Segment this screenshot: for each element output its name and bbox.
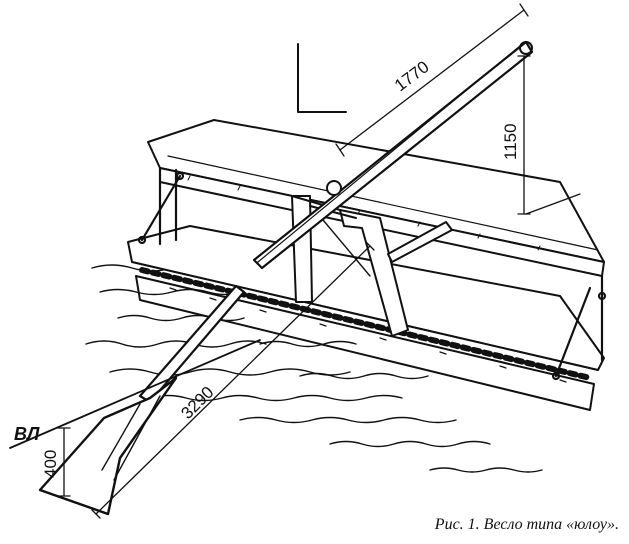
dimension-lines xyxy=(57,3,581,519)
waterline-label: ВЛ xyxy=(14,424,40,444)
oar-post xyxy=(291,195,453,337)
dim-label-1150: 1150 xyxy=(501,123,520,160)
dim-label-3290: 3290 xyxy=(177,383,217,423)
oar xyxy=(38,40,534,516)
support-struts xyxy=(137,166,607,381)
hull-left xyxy=(127,225,605,411)
reference-line xyxy=(297,43,347,113)
dim-label-1770: 1770 xyxy=(391,57,433,95)
water-surface xyxy=(85,264,543,473)
dim-label-400: 400 xyxy=(41,450,60,478)
waterline xyxy=(9,339,261,449)
figure-caption: Рис. 1. Весло типа «юлоу». xyxy=(434,516,619,533)
